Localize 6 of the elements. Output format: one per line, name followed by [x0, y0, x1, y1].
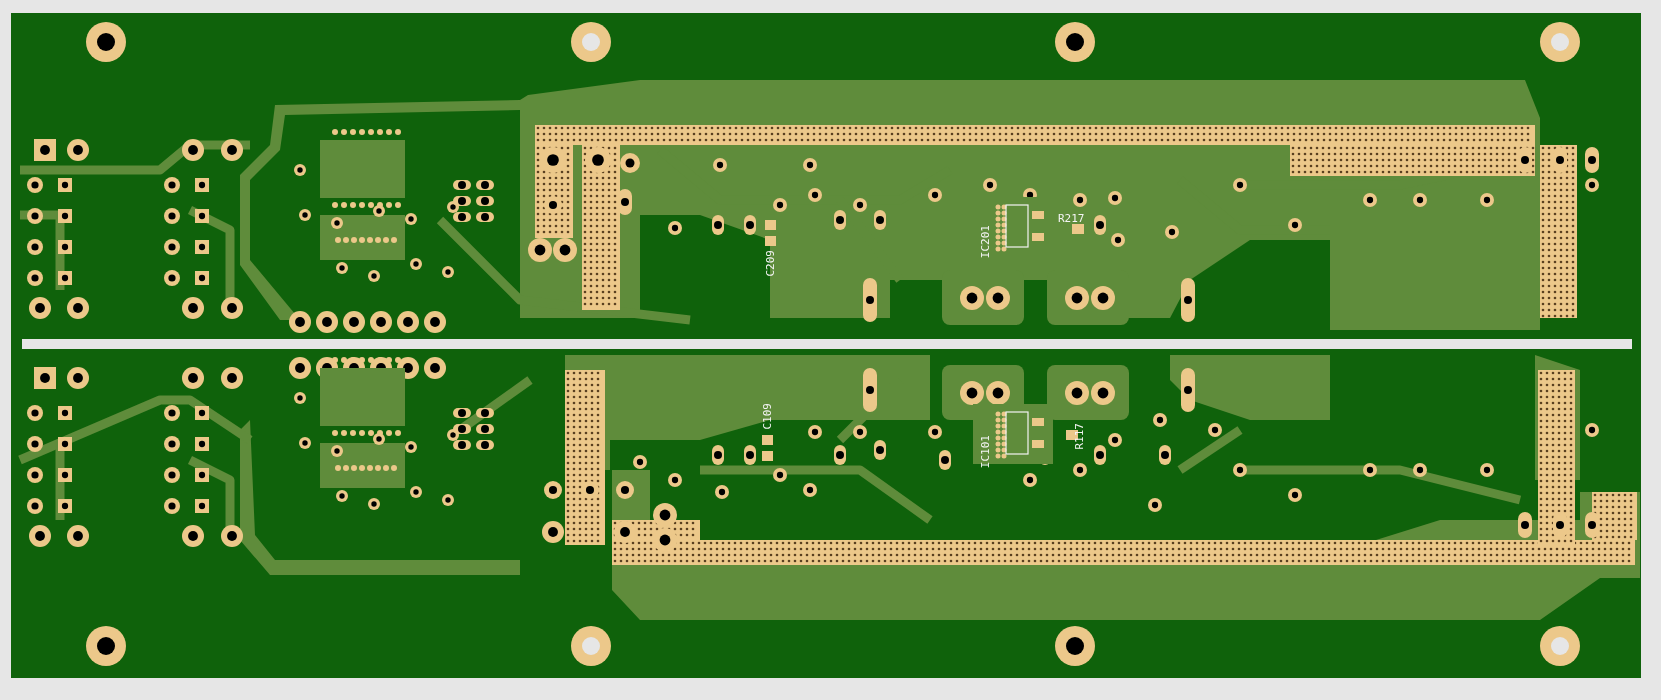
component-designator: R217	[1058, 213, 1085, 224]
component-designator: IC101	[980, 435, 991, 469]
component-designator: IC201	[980, 225, 991, 259]
component-designator: R117	[1074, 423, 1085, 450]
component-designator: C209	[765, 250, 776, 277]
component-designator: C109	[762, 403, 773, 430]
